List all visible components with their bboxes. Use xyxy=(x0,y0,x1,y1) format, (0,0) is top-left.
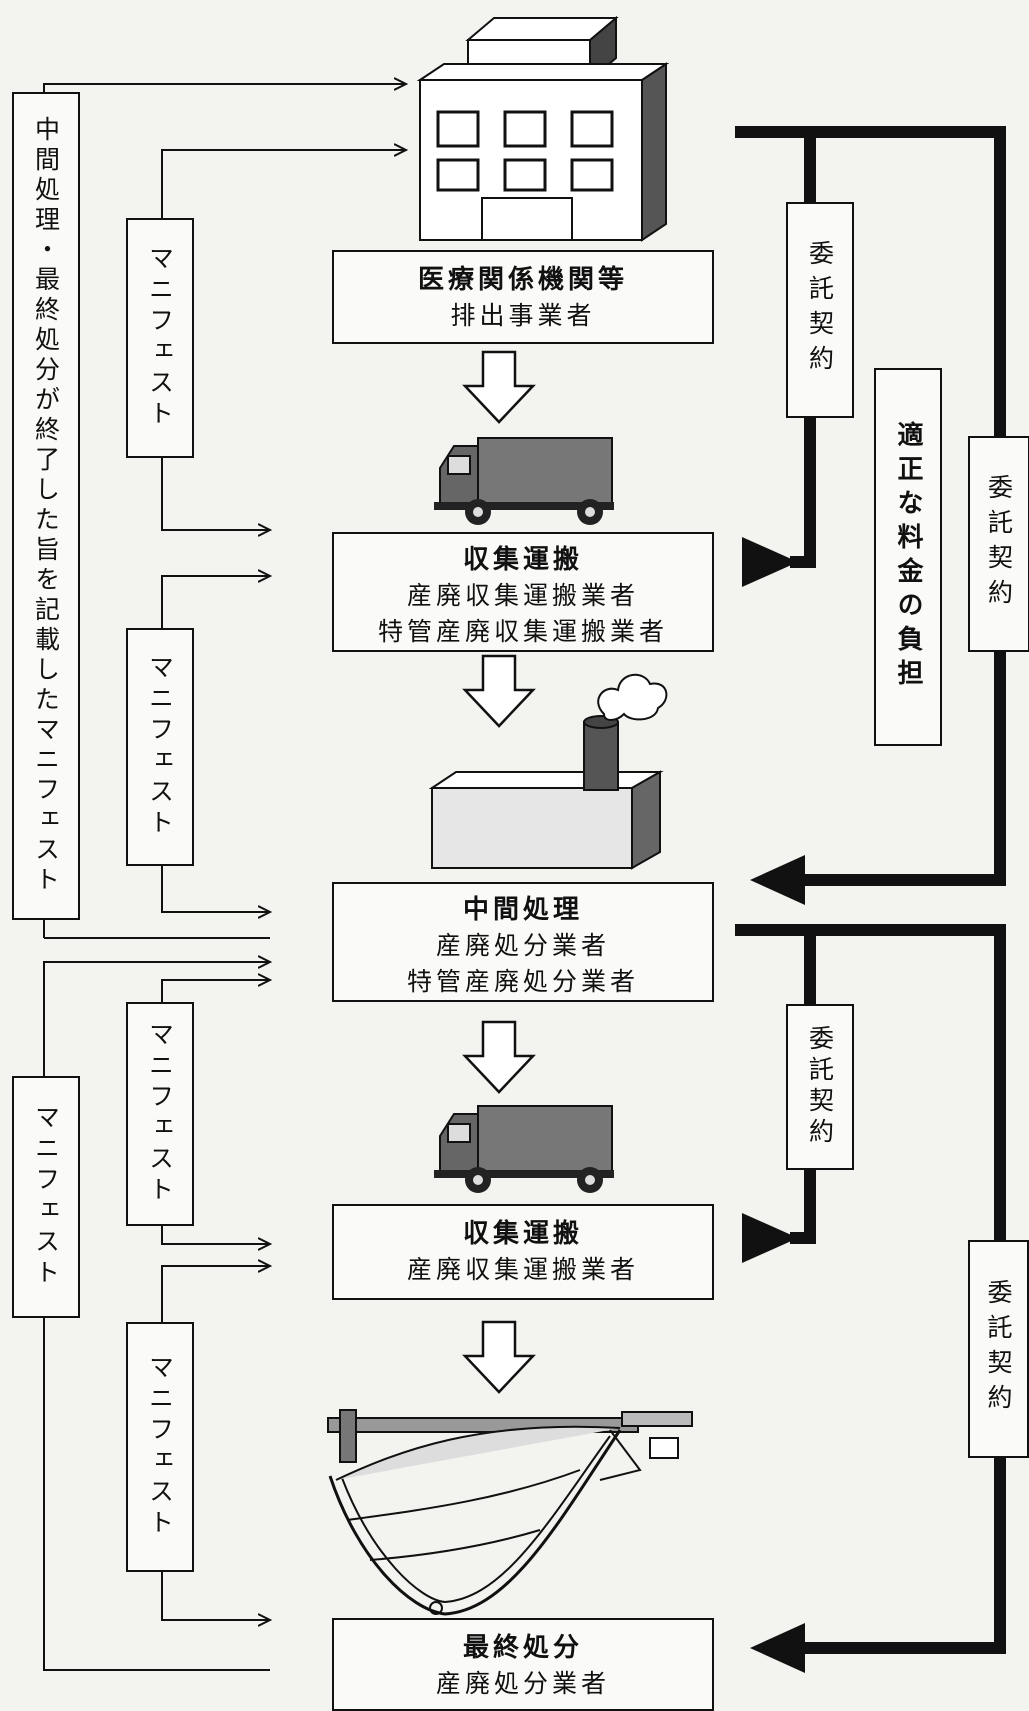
manifest-arrow xyxy=(161,980,270,1002)
collection2-subtitle-1: 産廃収集運搬業者 xyxy=(406,1255,639,1284)
contract-arrowhead xyxy=(742,1213,798,1263)
fee-burden-label: 適正な料金の負担 xyxy=(874,368,942,746)
manifest-arrow xyxy=(161,458,270,530)
contract-arrowhead xyxy=(750,855,805,905)
contract-line xyxy=(735,924,1006,1654)
manifest-arrow xyxy=(161,1266,270,1322)
manifest-arrow xyxy=(43,962,270,1076)
manifest-label-2: マニフェスト xyxy=(126,628,194,866)
contract-label-3: 委託契約 xyxy=(786,1004,854,1170)
generator-title: 医療関係機関等 xyxy=(417,265,628,295)
manifest-arrow xyxy=(43,84,406,938)
collection1-title: 収集運搬 xyxy=(462,545,583,575)
collection1-box: 収集運搬 産廃収集運搬業者 特管産廃収集運搬業者 xyxy=(332,532,714,652)
contract-label-4: 委託契約 xyxy=(968,1240,1029,1458)
manifest-label-4: マニフェスト xyxy=(12,1076,80,1318)
contract-label-2: 委託契約 xyxy=(968,436,1029,652)
flow-down-arrow xyxy=(462,350,536,424)
truck-icon xyxy=(434,1105,614,1193)
contract-arrowhead xyxy=(750,1623,805,1673)
manifest-arrow xyxy=(161,1226,270,1244)
intermediate-box: 中間処理 産廃処分業者 特管産廃処分業者 xyxy=(332,882,714,1002)
intermediate-title: 中間処理 xyxy=(462,895,583,925)
flow-down-arrow xyxy=(462,1320,536,1394)
manifest-arrow xyxy=(161,150,406,218)
contract-line xyxy=(735,126,1006,886)
intermediate-subtitle-1: 産廃処分業者 xyxy=(435,931,610,960)
final-disposal-subtitle-1: 産廃処分業者 xyxy=(435,1669,610,1698)
truck-icon xyxy=(434,437,614,525)
generator-subtitle: 排出事業者 xyxy=(450,301,596,330)
collection1-subtitle-1: 産廃収集運搬業者 xyxy=(406,581,639,610)
manifest-arrow xyxy=(161,1572,270,1620)
collection1-subtitle-2: 特管産廃収集運搬業者 xyxy=(377,617,668,646)
manifest-arrow xyxy=(161,576,270,628)
hospital-building-icon xyxy=(416,15,670,242)
completion-manifest-label: 中間処理・最終処分が終了した旨を記載したマニフェスト xyxy=(12,92,80,920)
incinerator-icon xyxy=(428,674,668,870)
contract-arrowhead xyxy=(742,537,798,587)
collection2-title: 収集運搬 xyxy=(462,1219,583,1249)
contract-label-1: 委託契約 xyxy=(786,202,854,418)
flow-down-arrow xyxy=(462,1020,536,1094)
final-disposal-title: 最終処分 xyxy=(462,1633,583,1663)
manifest-arrow xyxy=(161,866,270,912)
landfill-icon xyxy=(327,1409,693,1616)
manifest-label-1: マニフェスト xyxy=(126,218,194,458)
manifest-arrow xyxy=(43,1318,270,1671)
manifest-label-5: マニフェスト xyxy=(126,1322,194,1572)
generator-box: 医療関係機関等 排出事業者 xyxy=(332,250,714,344)
collection2-box: 収集運搬 産廃収集運搬業者 xyxy=(332,1204,714,1300)
flow-down-arrow xyxy=(462,654,536,728)
manifest-label-3: マニフェスト xyxy=(126,1002,194,1226)
final-disposal-box: 最終処分 産廃処分業者 xyxy=(332,1618,714,1711)
intermediate-subtitle-2: 特管産廃処分業者 xyxy=(406,967,639,996)
